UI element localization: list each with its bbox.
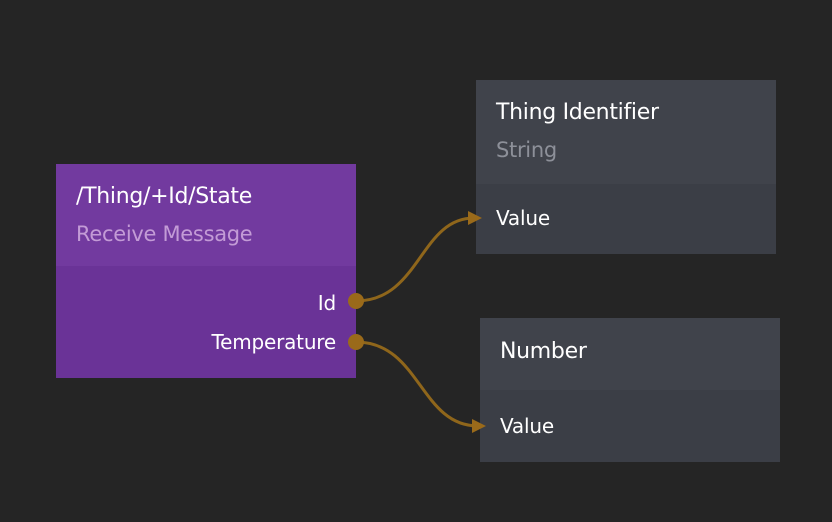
node-header: /Thing/+Id/State Receive Message [56,164,356,266]
number-node[interactable]: Number Value [480,318,780,462]
input-port-label-value: Value [496,206,550,230]
node-subtitle: String [496,138,557,162]
node-title: Number [500,339,587,364]
node-header: Thing Identifier String [476,80,776,184]
node-body [476,184,776,254]
node-title: /Thing/+Id/State [76,184,252,209]
thing-identifier-node[interactable]: Thing Identifier String Value [476,80,776,254]
node-body [480,390,780,462]
output-port-label-id: Id [317,291,336,315]
node-title: Thing Identifier [496,100,659,125]
node-header: Number [480,318,780,390]
output-port-label-temperature: Temperature [211,330,337,354]
receive-message-node[interactable]: /Thing/+Id/State Receive Message Id Temp… [56,164,356,378]
node-subtitle: Receive Message [76,222,253,246]
input-port-label-value: Value [500,414,554,438]
connection-wire-id-to-value [355,216,475,303]
node-body [56,266,356,378]
connection-wire-temperature-to-value [355,340,479,428]
